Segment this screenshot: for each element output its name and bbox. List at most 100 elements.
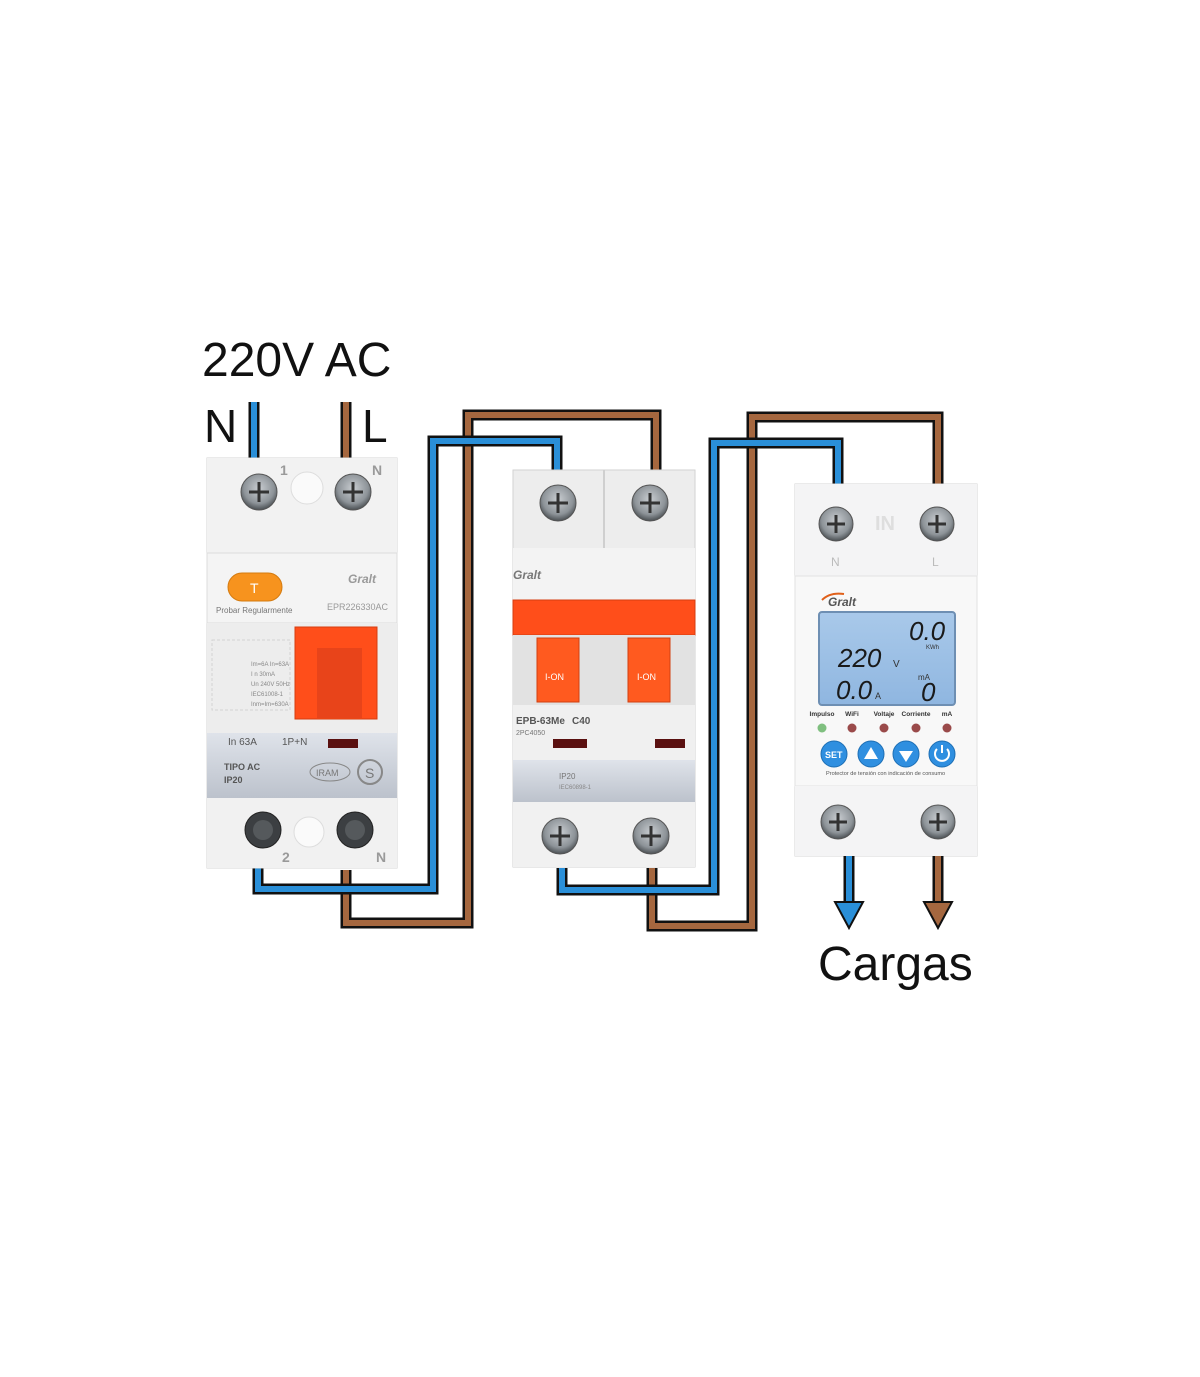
mcb-ip: IP20 bbox=[559, 772, 576, 781]
rcd-specs: Im=6A In=63A I n 30mA Un 240V 50HzIEC61008… bbox=[251, 662, 290, 708]
protector-brand: Gralt bbox=[828, 595, 857, 609]
rcd-device: 1 N T Probar Regularmente Gralt EPR22633… bbox=[206, 457, 398, 869]
rcd-spec-line: Inm=Im=630A bbox=[251, 702, 289, 708]
indicator-label: WiFi bbox=[845, 711, 859, 718]
indicator-led bbox=[847, 723, 857, 733]
rcd-bottom-blank-hole bbox=[293, 816, 325, 848]
rcd-top-terminal-n[interactable] bbox=[334, 473, 372, 511]
rcd-model: EPR226330AC bbox=[327, 602, 389, 612]
mcb-top-terminal-right[interactable] bbox=[631, 484, 669, 522]
neutral-load-arrow bbox=[833, 856, 865, 931]
rcd-spec-line: Un 240V 50Hz bbox=[251, 682, 290, 688]
neutral-wire-mcb-to-protector bbox=[556, 437, 844, 896]
protector-caption: Protector de tensión con indicación de c… bbox=[826, 771, 945, 777]
test-button[interactable] bbox=[227, 572, 283, 602]
rcd-type: TIPO AC bbox=[224, 762, 261, 772]
rcd-bottom-label-2: 2 bbox=[282, 849, 290, 865]
rcd-bottom-label-n: N bbox=[376, 849, 386, 865]
mcb-top-terminal-left[interactable] bbox=[539, 484, 577, 522]
rcd-spec-line: Im=6A In=63A bbox=[251, 662, 289, 668]
rcd-spec-line: IEC61008-1 bbox=[251, 692, 284, 698]
protector-label-n: N bbox=[831, 555, 840, 569]
rcd-bottom-terminal-n[interactable] bbox=[336, 811, 374, 849]
iram-logo bbox=[309, 762, 351, 782]
mcb-toggle-left[interactable] bbox=[536, 637, 580, 703]
mcb-toggle-right[interactable] bbox=[627, 637, 671, 703]
load-arrows bbox=[833, 856, 954, 931]
up-arrow-icon bbox=[864, 747, 878, 759]
s-mark-text: S bbox=[365, 765, 374, 781]
protector-top-terminal-l[interactable] bbox=[919, 506, 955, 542]
mcb-status-right bbox=[655, 739, 685, 748]
mcb-toggle-bar[interactable] bbox=[512, 599, 696, 636]
rcd-spec-line: I n 30mA bbox=[251, 672, 275, 678]
protector-top-terminal-n[interactable] bbox=[818, 506, 854, 542]
mcb-curve: C40 bbox=[572, 716, 591, 727]
lcd-display bbox=[818, 611, 956, 706]
rcd-status-window bbox=[328, 739, 358, 748]
test-button-label: T bbox=[250, 580, 259, 596]
s-mark-logo bbox=[357, 759, 383, 785]
lcd-voltage-value: 220 bbox=[837, 643, 882, 673]
rcd-blank-hole bbox=[290, 471, 324, 505]
voltage-label: 220V AC bbox=[202, 334, 391, 387]
protector-in-label: IN bbox=[875, 513, 895, 535]
line-wire-mcb-to-protector bbox=[646, 411, 944, 932]
indicator-label: Voltaje bbox=[874, 711, 895, 718]
set-button-label: SET bbox=[825, 750, 843, 760]
down-arrow-icon bbox=[922, 901, 954, 931]
lcd-current-unit: A bbox=[875, 691, 881, 701]
mcb-bottom-terminal-left[interactable] bbox=[541, 817, 579, 855]
protector-label-l: L bbox=[932, 555, 939, 569]
neutral-wire-rcd-to-mcb bbox=[252, 435, 563, 895]
down-button[interactable] bbox=[892, 740, 920, 768]
loads-label: Cargas bbox=[818, 938, 973, 991]
lcd-current-value: 0.0 bbox=[836, 675, 873, 705]
mcb-bottom-terminal-right[interactable] bbox=[632, 817, 670, 855]
mcb-on-right: I-ON bbox=[637, 672, 656, 682]
indicator-label: Corriente bbox=[902, 711, 931, 718]
indicator-led bbox=[817, 723, 827, 733]
mcb-brand: Gralt bbox=[513, 568, 542, 582]
line-load-arrow bbox=[922, 856, 954, 931]
mcb-model: EPB-63Me bbox=[516, 716, 565, 727]
rcd-brand: Gralt bbox=[348, 572, 377, 586]
neutral-label: N bbox=[204, 400, 237, 452]
down-arrow-icon bbox=[833, 901, 865, 931]
lcd-leak-unit: mA bbox=[918, 673, 931, 682]
indicator-led bbox=[942, 723, 952, 733]
down-arrow-icon bbox=[899, 751, 913, 762]
indicator-led bbox=[879, 723, 889, 733]
set-button[interactable]: SET bbox=[820, 740, 848, 768]
indicator-label: mA bbox=[942, 711, 953, 718]
test-label: Probar Regularmente bbox=[216, 606, 293, 615]
wires bbox=[248, 402, 944, 932]
rcd-ip: IP20 bbox=[224, 775, 243, 785]
mcb-device: I-ON I-ON Gralt EPB-63Me C40 2PC4050 IP2… bbox=[512, 469, 696, 868]
protector-bottom-terminal-n[interactable] bbox=[820, 804, 856, 840]
line-label: L bbox=[362, 400, 388, 452]
lcd-energy-value: 0.0 bbox=[909, 616, 946, 646]
up-button[interactable] bbox=[857, 740, 885, 768]
mcb-status-left bbox=[553, 739, 587, 748]
rcd-bottom-terminal-2[interactable] bbox=[244, 811, 282, 849]
mcb-on-left: I-ON bbox=[545, 672, 564, 682]
rcd-rating: In 63A bbox=[228, 737, 257, 748]
rcd-poles: 1P+N bbox=[282, 737, 307, 748]
rcd-top-label-n: N bbox=[372, 462, 382, 478]
rcd-top-terminal-1[interactable] bbox=[240, 473, 278, 511]
power-button[interactable] bbox=[928, 740, 956, 768]
mcb-standard: IEC60898-1 bbox=[559, 785, 592, 791]
lcd-energy-unit: KWh bbox=[926, 645, 939, 651]
iram-text: IRAM bbox=[316, 768, 339, 778]
line-wire-rcd-to-mcb bbox=[340, 409, 662, 929]
protector-bottom-terminal-l[interactable] bbox=[920, 804, 956, 840]
indicator-led bbox=[911, 723, 921, 733]
lcd-voltage-unit: V bbox=[893, 659, 900, 670]
mcb-code: 2PC4050 bbox=[516, 730, 545, 737]
rcd-top-label-1: 1 bbox=[280, 462, 288, 478]
power-icon bbox=[934, 748, 950, 762]
